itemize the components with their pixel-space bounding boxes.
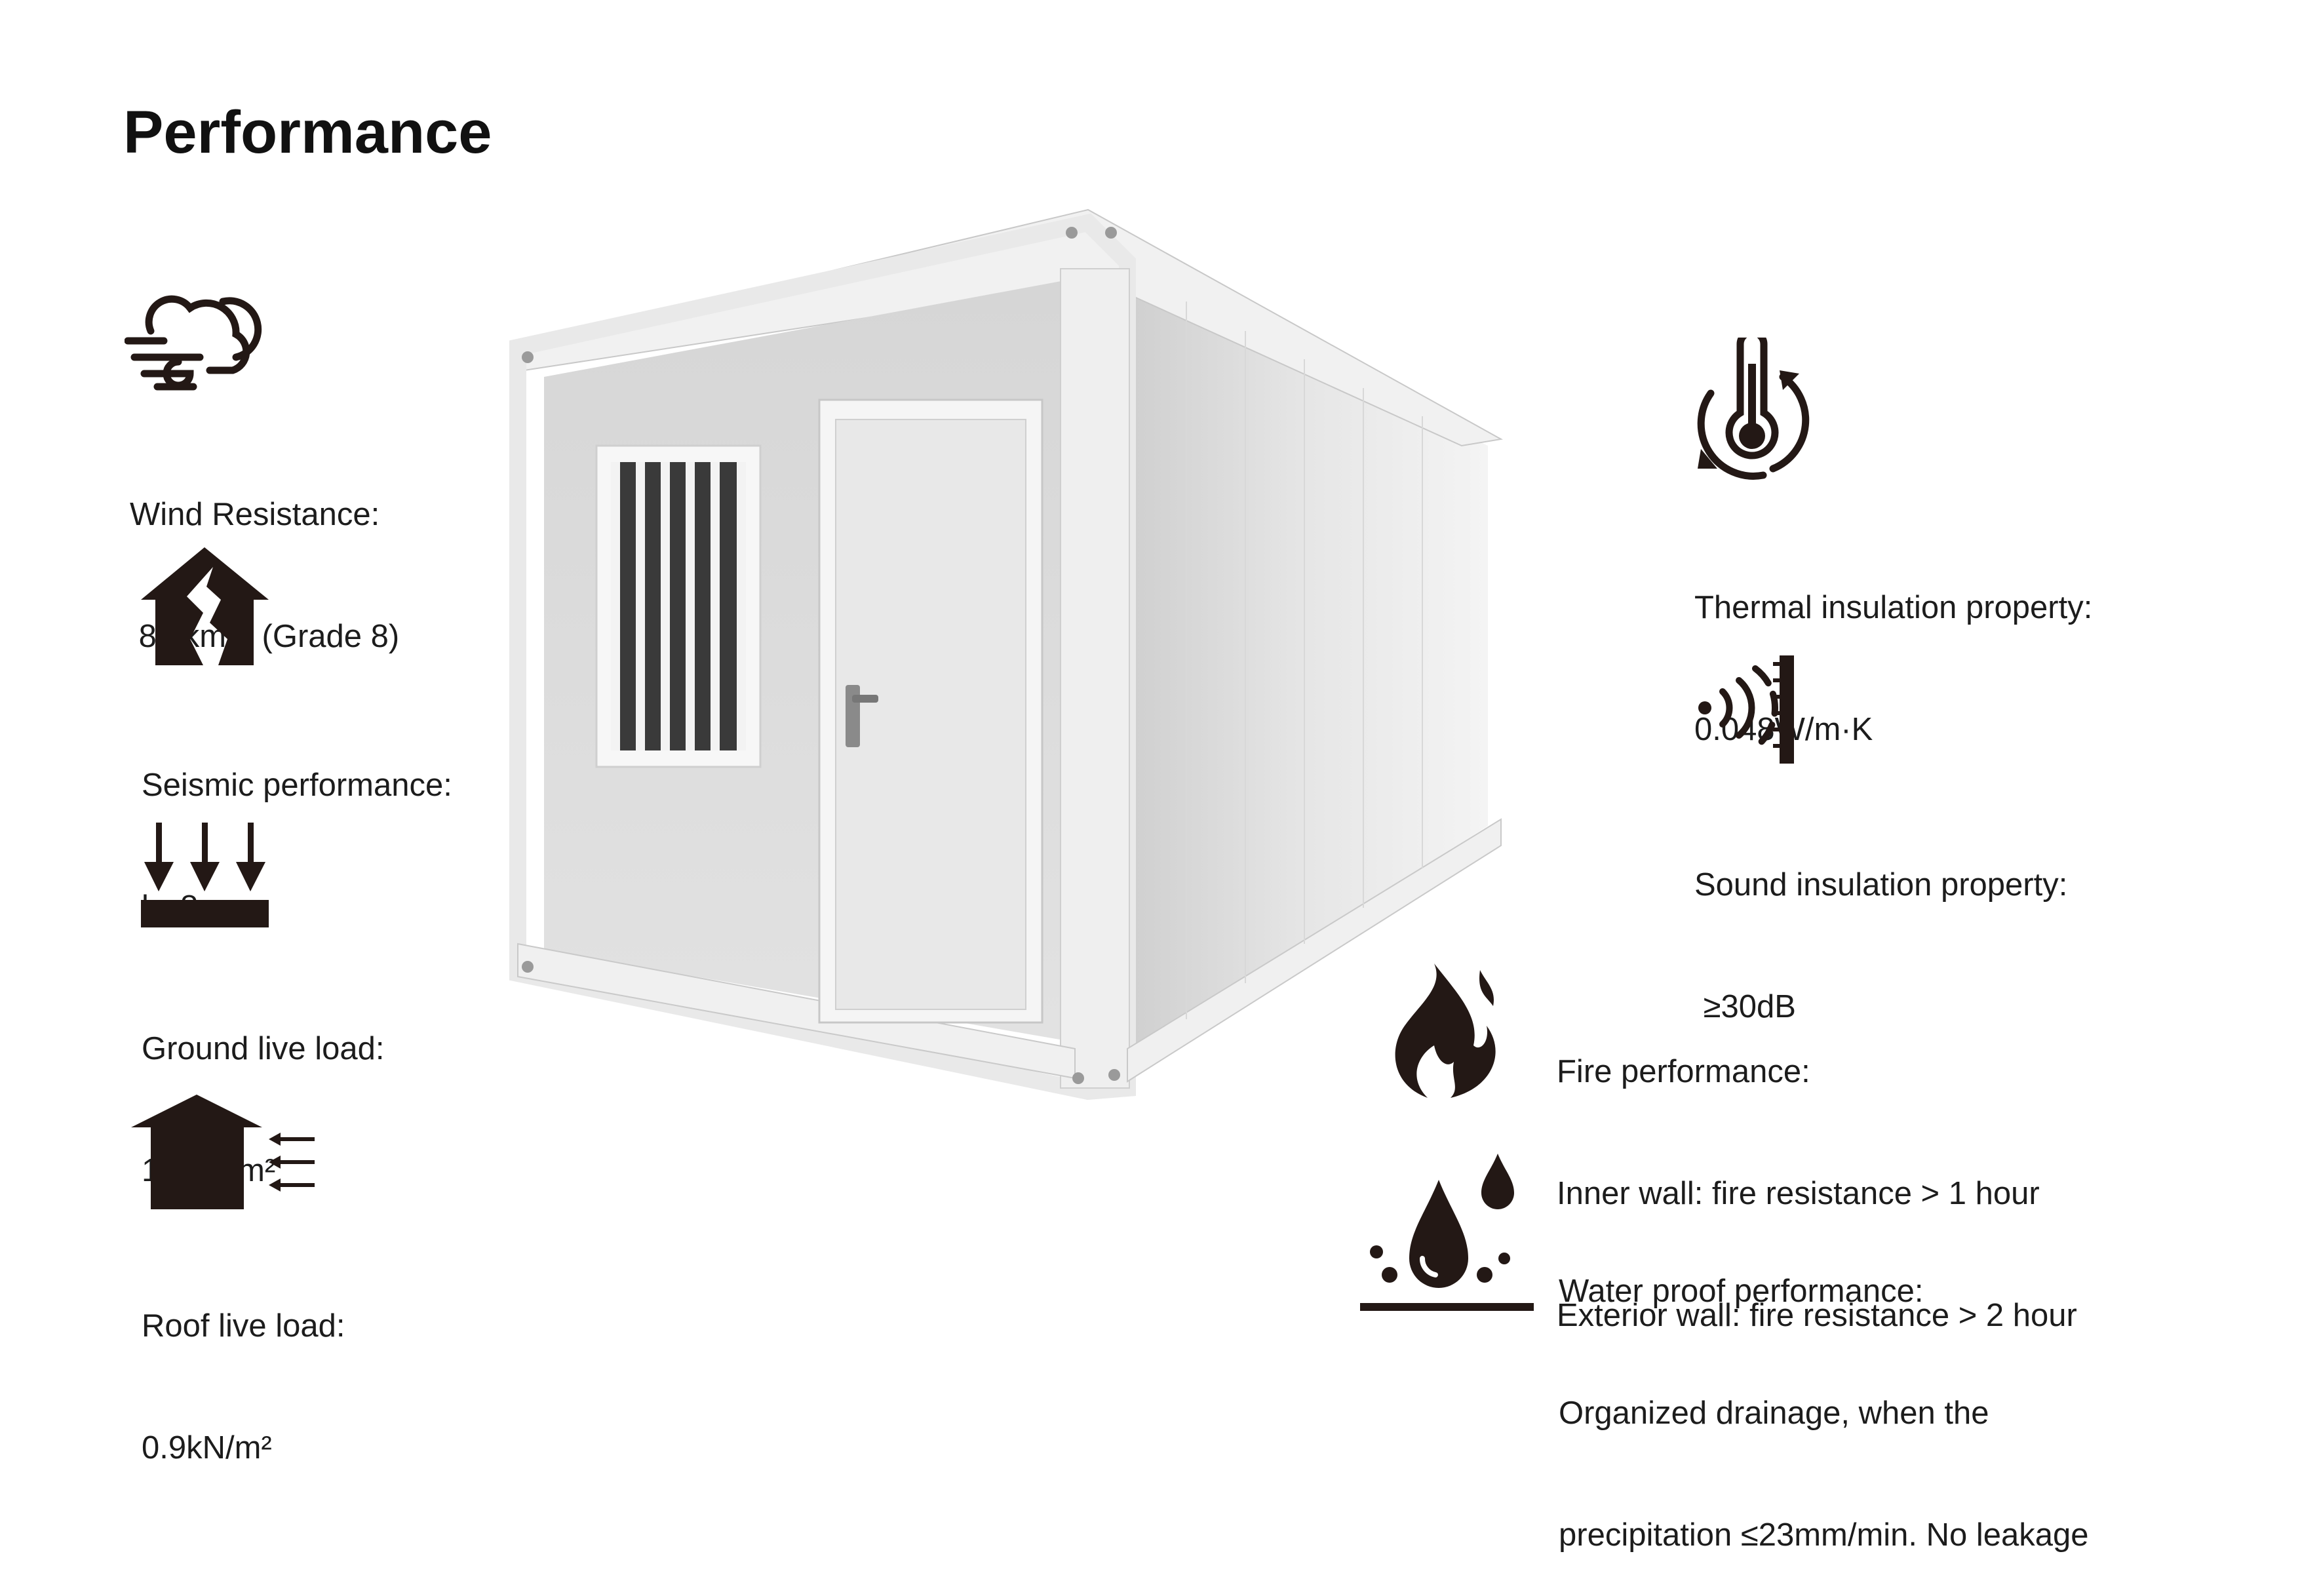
roof-live-load-label: Roof live load: 0.9kN/m² [142,1308,345,1466]
container-house-image [509,208,1503,1100]
fire-performance-label: Fire performance: Inner wall: fire resis… [1557,1054,2077,1333]
flame-icon [1395,963,1496,1098]
water-proof-label: Water proof performance: Organized drain… [1559,1274,2089,1553]
earthquake-house-icon [141,547,269,665]
sound-wall-icon [1698,655,1794,764]
roof-load-house-icon [131,1095,315,1209]
ground-load-arrows-icon [141,823,269,927]
thermometer-cycle-icon [1697,338,1810,480]
water-drops-icon [1360,1154,1534,1311]
sound-insulation-label: Sound insulation property: ≥30dB [1694,867,2068,1024]
page-title: Performance [123,99,492,166]
wind-cloud-icon [125,295,262,391]
